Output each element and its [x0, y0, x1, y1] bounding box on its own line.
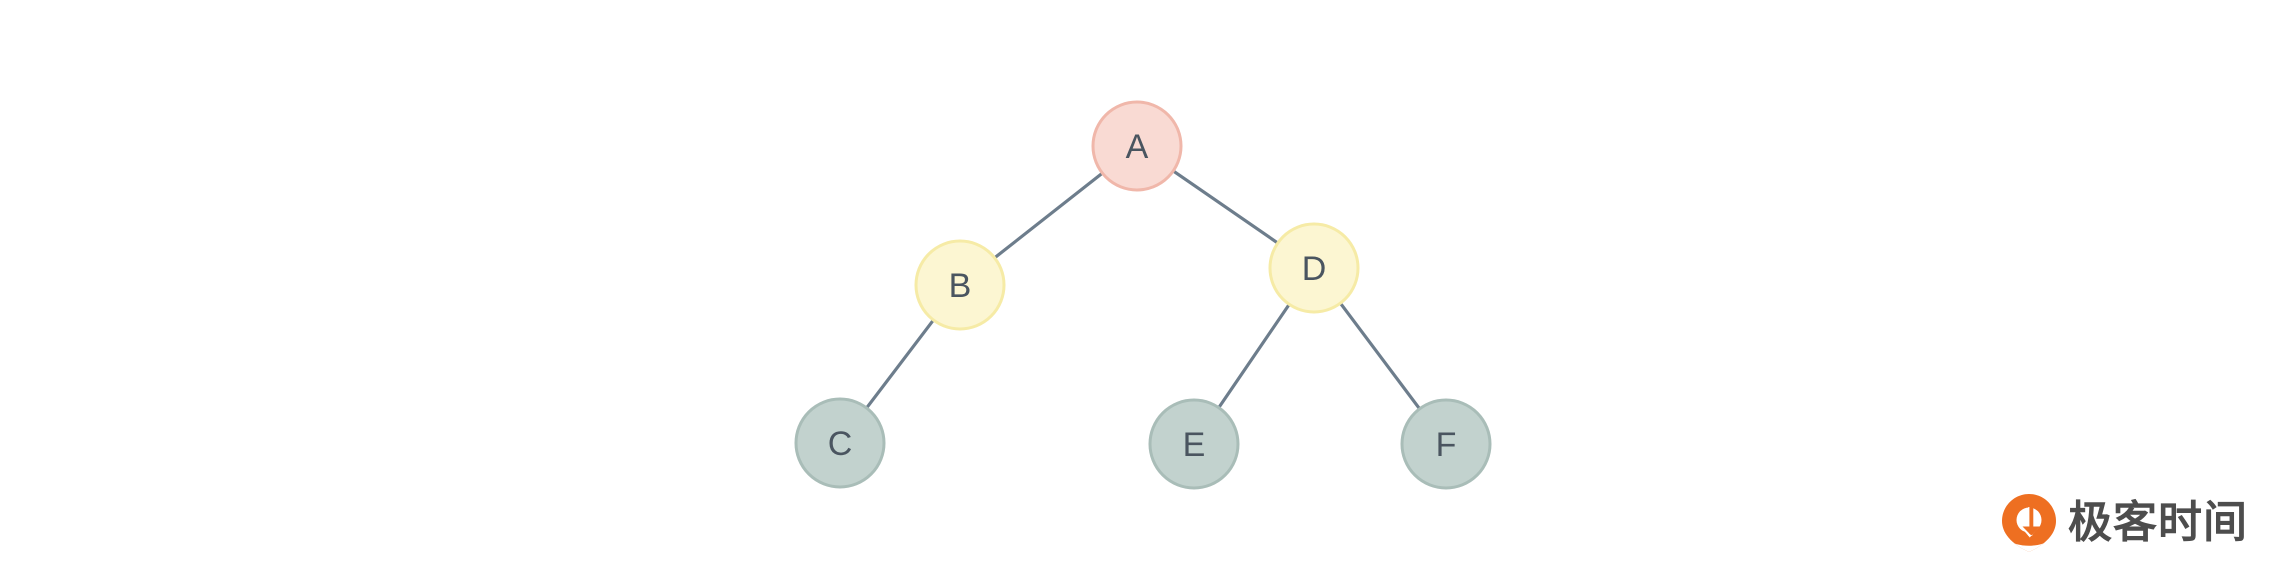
tree-node-circle-a[interactable] [1091, 100, 1183, 192]
tree-node-a[interactable]: A [1091, 100, 1183, 192]
tree-node-label-e: E [1183, 426, 1206, 464]
tree-node-circle-f[interactable] [1400, 398, 1492, 490]
tree-node-e[interactable]: E [1148, 398, 1240, 490]
tree-node-label-c: C [828, 425, 853, 463]
tree-nodes: A B D C E F [794, 100, 1492, 490]
tree-edge-d-e [1217, 302, 1291, 410]
tree-node-label-f: F [1436, 426, 1457, 464]
tree-node-label-d: D [1302, 250, 1327, 288]
tree-edges [865, 169, 1422, 411]
tree-edge-a-d [1171, 169, 1280, 245]
tree-node-circle-c[interactable] [794, 397, 886, 489]
tree-edge-a-b [993, 171, 1104, 260]
tree-node-c[interactable]: C [794, 397, 886, 489]
tree-node-d[interactable]: D [1268, 222, 1360, 314]
watermark: 极客时间 [2002, 494, 2248, 552]
tree-node-b[interactable]: B [914, 239, 1006, 331]
tree-edge-d-f [1338, 301, 1422, 411]
tree-node-label-a: A [1126, 128, 1149, 166]
geektime-pin-icon [2002, 494, 2056, 552]
tree-edge-b-c [865, 318, 935, 410]
tree-node-circle-d[interactable] [1268, 222, 1360, 314]
watermark-text: 极客时间 [2068, 497, 2248, 548]
tree-node-circle-e[interactable] [1148, 398, 1240, 490]
tree-node-f[interactable]: F [1400, 398, 1492, 490]
tree-node-circle-b[interactable] [914, 239, 1006, 331]
tree-node-label-b: B [949, 267, 972, 305]
